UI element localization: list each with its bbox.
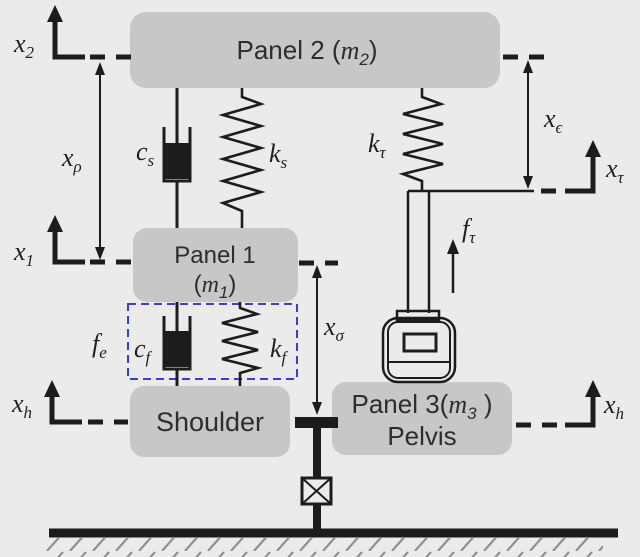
panel3-box — [332, 382, 512, 455]
coordinate-frame-xtau: xτ — [541, 140, 625, 194]
up-arrow-icon — [585, 380, 601, 397]
coordinate-frame-x1: x1 — [13, 215, 133, 270]
down-arrow-icon — [312, 402, 322, 415]
base-link — [295, 417, 338, 533]
ktau-label: kτ — [368, 129, 387, 162]
up-arrow-icon — [44, 380, 60, 397]
damper-cf: cf — [134, 302, 192, 386]
up-arrow-icon — [47, 5, 63, 22]
xtau-label: xτ — [605, 154, 625, 187]
xh-right-label: xh — [603, 390, 624, 423]
up-arrow-icon — [47, 215, 63, 232]
actuator-body-outer — [381, 316, 457, 384]
dimension-arrow-xrho: xρ — [61, 62, 105, 260]
coordinate-frame-xh-left: xh — [11, 380, 128, 425]
fe-label: fe — [92, 329, 107, 362]
actuator-window — [402, 332, 438, 353]
dimension-arrow-xsigma: xσ — [299, 260, 345, 415]
xrho-label: xρ — [61, 143, 82, 176]
dimension-arrow-xepsilon: xϵ — [503, 54, 564, 189]
fe-group-outline — [127, 303, 298, 380]
t-bar — [295, 417, 338, 428]
actuator-body-inner — [387, 321, 451, 379]
ground — [45, 528, 618, 557]
cs-label: cs — [136, 137, 155, 170]
force-arrow-ftau: fτ — [447, 214, 476, 293]
shoulder-label: Shoulder — [156, 407, 264, 437]
panel1-box — [133, 228, 298, 302]
xepsilon-label: xϵ — [543, 104, 564, 137]
xh-left-label: xh — [11, 389, 32, 422]
damper-cs: cs — [136, 88, 192, 228]
cf-label: cf — [134, 334, 153, 367]
down-arrow-icon — [523, 176, 533, 189]
panel1-label-line2: (m1) — [194, 271, 237, 302]
actuator-cap — [395, 309, 441, 322]
up-arrow-icon — [447, 239, 459, 254]
x1-label: x1 — [13, 237, 34, 270]
ftau-label: fτ — [462, 214, 476, 247]
panel2-label: Panel 2 (m2) — [237, 35, 378, 69]
spring-ks: ks — [218, 88, 288, 228]
panel2-box — [130, 12, 500, 88]
up-arrow-icon — [523, 60, 533, 73]
spring-kf: kf — [221, 302, 289, 386]
ks-label: ks — [269, 139, 288, 172]
coordinate-frame-xh-right: xh — [516, 380, 624, 428]
piston-block — [165, 143, 189, 179]
coordinate-frame-x2: x2 — [13, 5, 133, 62]
up-arrow-icon — [95, 62, 105, 75]
up-arrow-icon — [585, 140, 601, 157]
ground-hatch — [45, 538, 603, 557]
kf-label: kf — [270, 334, 289, 367]
panel1-label-line1: Panel 1 — [174, 242, 255, 269]
piston-block — [165, 331, 189, 367]
shoulder-box — [130, 386, 290, 457]
xsigma-label: xσ — [323, 312, 345, 345]
panel3-label-line1: Panel 3(m3 ) — [352, 389, 493, 423]
up-arrow-icon — [312, 265, 322, 278]
spring-ktau: kτ — [368, 88, 446, 191]
panel3-label-line2: Pelvis — [387, 421, 456, 451]
actuator — [381, 189, 534, 384]
x2-label: x2 — [13, 29, 35, 62]
down-arrow-icon — [95, 247, 105, 260]
